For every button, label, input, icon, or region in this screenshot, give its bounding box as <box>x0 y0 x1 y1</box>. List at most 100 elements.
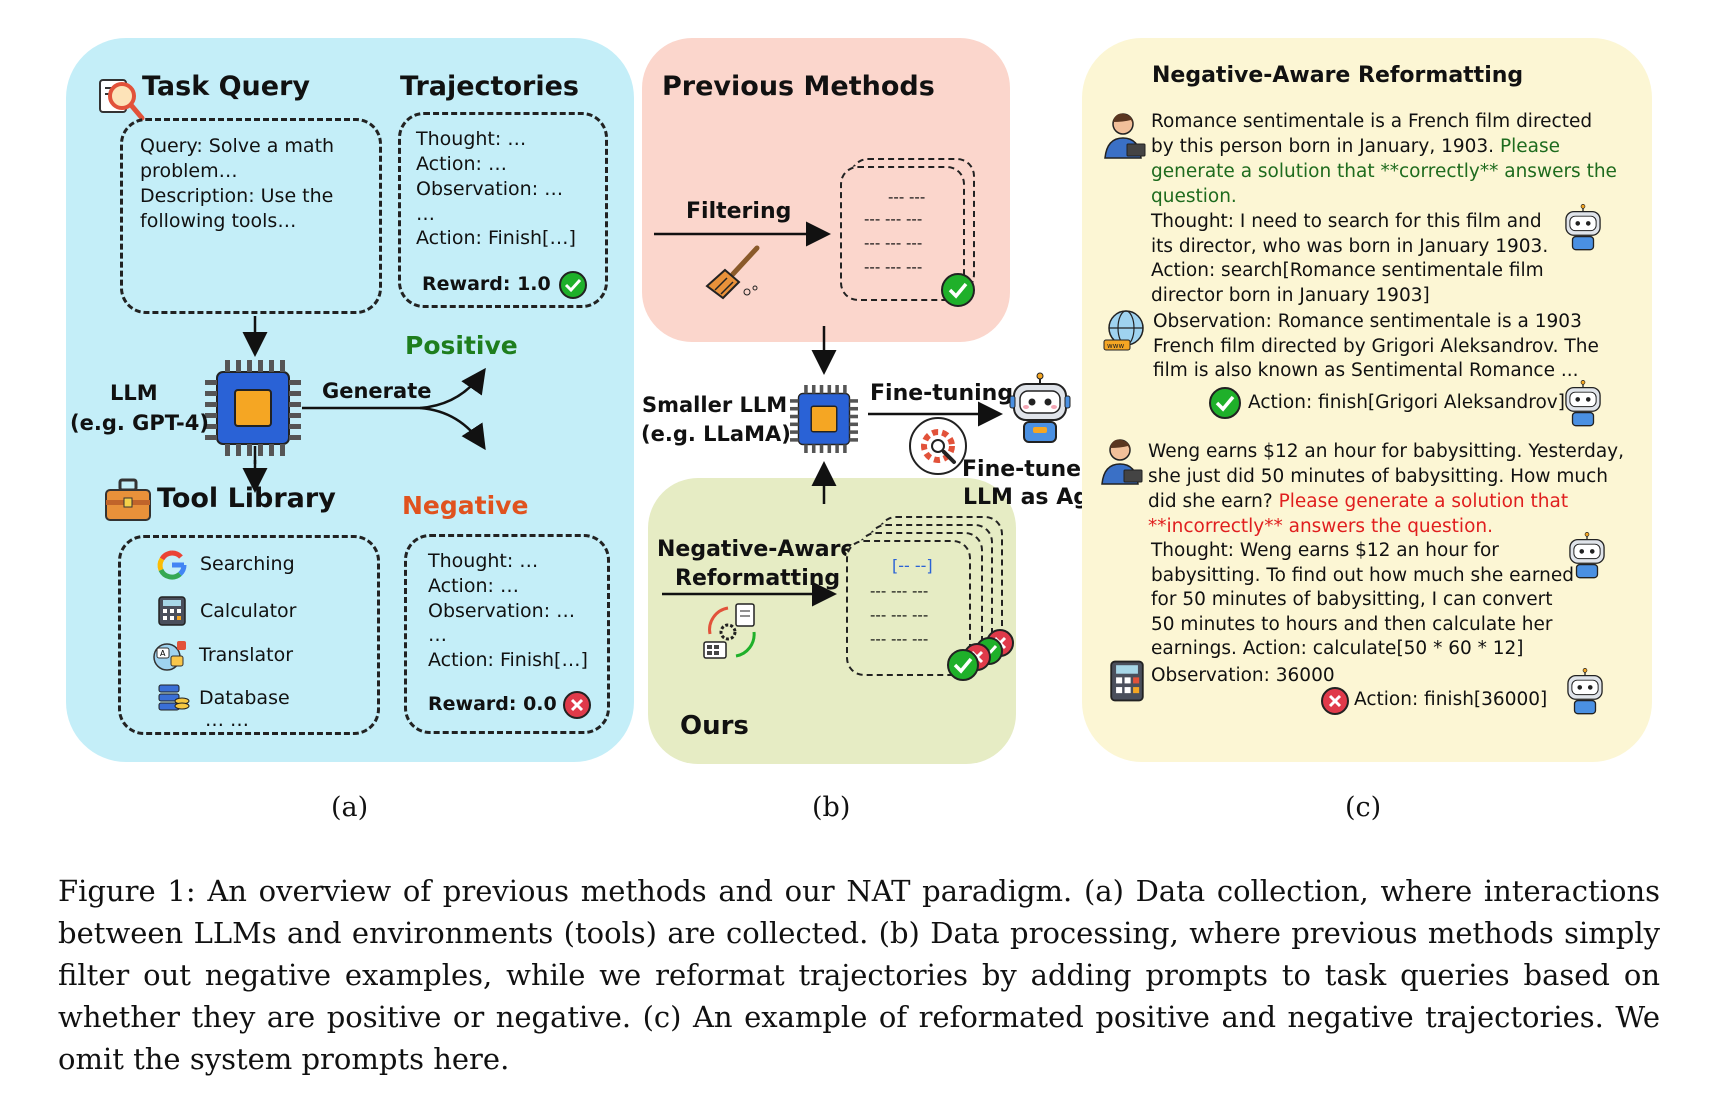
neg-traj-line-5: Action: Finish[…] <box>428 649 588 671</box>
tool-library-box <box>118 535 380 735</box>
smaller-llm-label-1: Smaller LLM <box>642 393 788 417</box>
ex1-thought-line-4: director born in January 1903] <box>1151 285 1430 306</box>
label-c: (c) <box>1345 792 1382 823</box>
previous-methods-title: Previous Methods <box>662 71 935 102</box>
ex1-obs-line-1: Observation: Romance sentimentale is a 1… <box>1153 311 1582 332</box>
robot-icon <box>1565 204 1601 251</box>
ex2-query-line-3: did she earn? Please generate a solution… <box>1148 490 1568 515</box>
ex1-thought-line-1: Thought: I need to search for this film … <box>1151 211 1542 232</box>
generate-label: Generate <box>322 379 432 403</box>
ours-dash-1: --- --- --- <box>870 582 929 600</box>
toolbox-icon <box>105 478 151 521</box>
ex2-thought-line-4: 50 minutes to hours and then calculate h… <box>1151 614 1553 635</box>
robot-icon <box>1569 532 1605 579</box>
tool-calculator: Calculator <box>200 600 297 622</box>
panel-a <box>66 38 634 762</box>
doc-dash-4: --- --- --- <box>864 258 923 276</box>
ex2-query-line-2: she just did 50 minutes of babysitting. … <box>1148 466 1608 487</box>
positive-trajectory-box <box>398 112 608 308</box>
llm-label-2: (e.g. GPT-4) <box>70 411 209 435</box>
ex1-obs-line-2: French film directed by Grigori Aleksand… <box>1153 336 1599 357</box>
doc-dash-3: --- --- --- <box>864 234 923 252</box>
ex2-thought-line-3: for 50 minutes of babysitting, I can con… <box>1151 589 1553 610</box>
ex1-prompt-inline: Please <box>1499 136 1560 157</box>
neg-traj-line-4: … <box>428 624 447 646</box>
robot-icon <box>1565 380 1601 427</box>
filter-doc <box>840 166 965 301</box>
svg-text:www: www <box>1107 342 1124 350</box>
ex2-thought-line-5: earnings. Action: calculate[50 * 60 * 12… <box>1151 638 1524 659</box>
task-query-title: Task Query <box>142 71 310 102</box>
negative-trajectory-box <box>404 534 610 734</box>
ex1-finish: Action: finish[Grigori Aleksandrov] <box>1248 392 1565 413</box>
search-doc-icon <box>99 79 145 121</box>
tool-more: … … <box>205 709 250 731</box>
task-query-line-4: following tools… <box>140 210 297 232</box>
translator-icon: A <box>153 641 186 671</box>
robot-icon <box>1009 372 1071 443</box>
doc-dash-1: --- --- <box>888 188 926 206</box>
broom-icon <box>705 245 760 300</box>
neg-traj-line-1: Thought: … <box>428 550 539 572</box>
ex2-observation: Observation: 36000 <box>1151 665 1335 686</box>
tool-translator: Translator <box>199 644 294 666</box>
task-query-line-1: Query: Solve a math <box>140 135 335 157</box>
ours-bracket: [-- --] <box>892 556 933 575</box>
tool-searching: Searching <box>200 553 295 575</box>
smaller-llm-label-2: (e.g. LLaMA) <box>641 422 791 446</box>
trajectories-title: Trajectories <box>400 71 579 102</box>
ex1-prompt-line-2: question. <box>1151 186 1237 207</box>
positive-label: Positive <box>405 331 518 360</box>
ex1-obs-line-3: film is also known as Sentimental Romanc… <box>1153 360 1579 381</box>
label-a: (a) <box>331 792 369 823</box>
robot-icon <box>1567 668 1603 715</box>
chip-icon <box>205 360 301 456</box>
negative-reward: Reward: 0.0 <box>428 693 557 715</box>
ex2-finish: Action: finish[36000] <box>1354 689 1548 710</box>
pos-traj-line-2: Action: … <box>416 153 507 175</box>
svg-text:A: A <box>160 649 166 658</box>
ex1-thought-line-3: Action: search[Romance sentimentale film <box>1151 260 1544 281</box>
panel-c <box>1082 38 1652 762</box>
gear-icon <box>909 417 967 475</box>
ours-dash-2: --- --- --- <box>870 606 929 624</box>
ours-doc <box>846 540 971 676</box>
user-icon <box>1104 113 1146 159</box>
ex1-query-line-2: by this person born in January, 1903. Pl… <box>1151 135 1560 160</box>
label-b: (b) <box>812 792 851 823</box>
globe-icon: www <box>1103 310 1144 351</box>
neg-traj-line-3: Observation: … <box>428 600 576 622</box>
tool-library-title: Tool Library <box>157 483 336 514</box>
calculator-icon <box>1110 660 1144 702</box>
filtering-label: Filtering <box>686 199 792 224</box>
database-icon <box>158 684 190 711</box>
negative-label: Negative <box>402 491 529 520</box>
pos-traj-line-1: Thought: … <box>416 128 527 150</box>
calculator-icon <box>158 596 186 626</box>
reformat-icon <box>703 603 756 659</box>
ex2-query-line-1: Weng earns $12 an hour for babysitting. … <box>1148 441 1625 462</box>
check-icon <box>947 649 979 681</box>
task-query-box <box>120 118 382 314</box>
figure-caption: Figure 1: An overview of previous method… <box>58 874 1660 1076</box>
ex1-query-line-2-black: by this person born in January, 1903. <box>1151 136 1500 157</box>
pos-traj-line-5: Action: Finish[…] <box>416 227 576 249</box>
chip-icon <box>790 385 858 453</box>
ex2-thought-line-1: Thought: Weng earns $12 an hour for <box>1151 540 1499 561</box>
positive-reward: Reward: 1.0 <box>422 273 551 295</box>
task-query-line-3: Description: Use the <box>140 185 334 207</box>
ours-label: Ours <box>680 711 749 741</box>
neg-traj-line-2: Action: … <box>428 575 519 597</box>
doc-dash-2: --- --- --- <box>864 210 923 228</box>
tool-database: Database <box>199 687 290 709</box>
google-icon <box>157 550 187 580</box>
user-icon <box>1101 439 1143 485</box>
ours-dash-3: --- --- --- <box>870 630 929 648</box>
ex2-thought-line-2: babysitting. To find out how much she ea… <box>1151 565 1575 586</box>
ex1-thought-line-2: its director, who was born in January 19… <box>1151 236 1549 257</box>
negative-aware-label-1: Negative-Aware <box>657 537 856 562</box>
check-icon <box>1209 387 1241 419</box>
task-query-line-2: problem… <box>140 160 238 182</box>
